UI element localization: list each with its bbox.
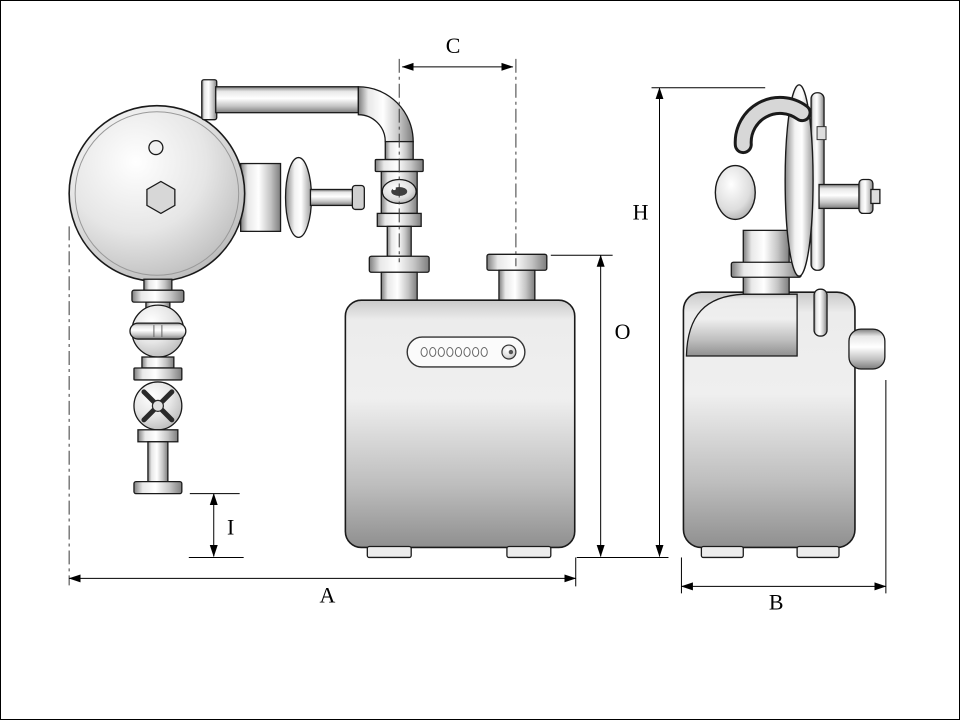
side-connection-stub [848,328,886,370]
service-riser [129,278,187,495]
regulator-vent-port [148,139,164,156]
dim-label-o: O [615,319,631,344]
meter-inlet-stub [368,255,430,301]
meter-register [406,336,526,368]
regulator-shutoff-valve [284,156,365,238]
ball-valve [129,304,187,358]
horizontal-pipe [215,86,359,114]
riser-flange-mid [133,367,183,381]
regulator-head [68,104,246,283]
dimensions: C H O I A B [68,33,887,614]
riser-flange-lower [137,429,179,443]
meter-body-side [682,291,886,559]
valve-stem-cap [351,184,365,211]
register-digit [463,347,471,358]
regulator-knob [714,164,756,221]
handle-tube [736,98,809,152]
outlet-pipe-nub [870,188,881,205]
valve-stem [309,188,357,207]
regulator-adjustment-nut [146,180,176,215]
cross-handle-valve [133,381,183,431]
register-digit [454,347,463,358]
front-view [68,58,576,586]
riser-end-flange [133,481,183,495]
dim-label-i: I [227,515,234,540]
dim-label-b: B [769,589,784,614]
dimension-i: I [189,493,240,557]
dim-label-a: A [320,582,336,607]
outlet-pipe-side [818,183,864,210]
meter-foot [506,545,552,559]
dimension-b: B [680,379,887,614]
handwheel-edge [284,156,313,238]
register-digit [472,347,480,358]
ball-valve-handle [129,322,187,340]
meter-foot [700,545,744,559]
dim-label-c: C [446,33,461,58]
side-view [682,84,886,559]
register-digit [429,347,437,358]
supply-pipe [201,79,414,143]
cross-handle-hub [151,399,164,412]
register-digit [446,347,454,358]
dim-label-h: H [633,199,649,224]
bracket-tab [813,288,828,337]
regulator-cover-rim [74,111,240,276]
dimension-h: H [633,87,766,557]
register-digit [420,347,428,358]
meter-foot [796,545,840,559]
pipe-flange-left [201,79,218,121]
dimension-a: A [68,557,577,607]
register-digit [437,347,445,358]
bolt [816,126,827,141]
regulator-side [714,84,881,337]
dimension-o: O [550,254,631,557]
valve-cock-highlight [392,186,396,191]
diaphragm-cover-edge [784,84,814,277]
meter-body-front [344,299,576,559]
meter-outlet-stub [486,253,548,301]
test-dial-pointer [508,349,514,355]
riser-flange-upper [131,289,185,303]
dimension-c: C [401,33,514,71]
regulator-flange [730,261,802,278]
pipe-elbow [357,86,414,143]
regulator-outlet-fitting [240,162,282,233]
meter-foot [366,545,412,559]
register-digit [480,347,488,358]
